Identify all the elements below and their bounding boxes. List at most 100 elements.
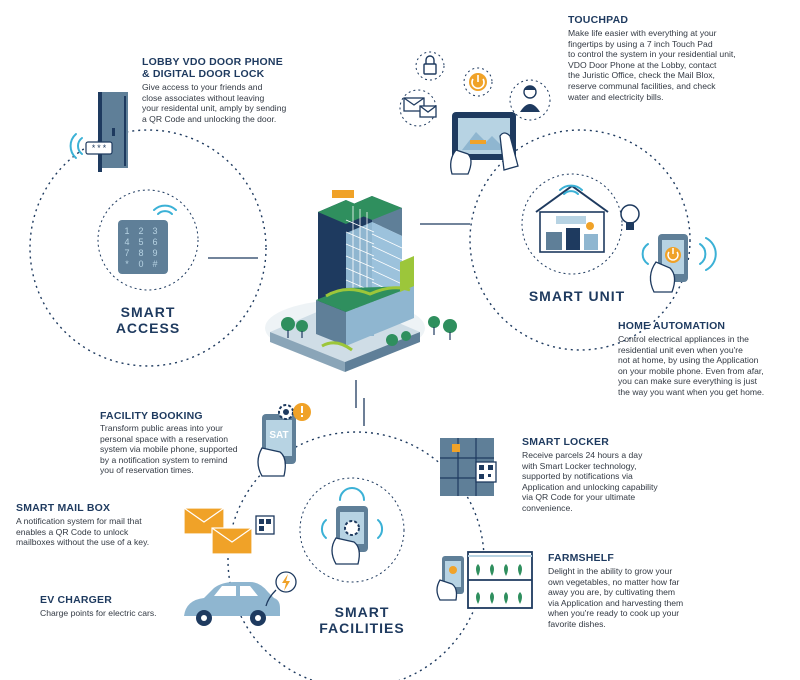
gear-icon: [278, 404, 294, 420]
alert-icon: [293, 403, 311, 421]
smart-locker-title: SMART LOCKER: [522, 436, 609, 448]
farm-line: Delight in the ability to grow your: [548, 566, 673, 576]
touchpad-description: Make life easier with everything at your…: [568, 28, 736, 102]
ev-charger-title: EV CHARGER: [40, 594, 113, 606]
touchpad-title: TOUCHPAD: [568, 14, 629, 26]
smart-access-line-1: SMART: [120, 304, 176, 320]
locker-line: Application and unlocking capability: [522, 481, 658, 492]
power-icon-ring: [463, 67, 493, 97]
smart-access-circle: [29, 129, 267, 367]
window-row: [371, 233, 403, 249]
farmshelf-title: FARMSHELF: [548, 552, 614, 564]
farm-line: away you are, by cultivating them: [548, 587, 676, 598]
home-line: the way you want when you get home.: [618, 386, 765, 397]
mailbox-line: A notification system for mail that: [16, 516, 142, 526]
mailbox-line: mailboxes without the use of a key.: [16, 537, 150, 548]
door-wifi-icon: [69, 133, 83, 159]
booking-line: you of reservation times.: [100, 465, 194, 476]
ev-line: Charge points for electric cars.: [40, 608, 157, 618]
lobby-title: LOBBY VDO DOOR PHONE & DIGITAL DOOR LOCK: [142, 56, 283, 80]
touchpad-line: reserve communal facilities, and check: [568, 80, 716, 91]
unit-inner-circle: [521, 173, 623, 275]
lobby-description: Give access to your friends and close as…: [142, 82, 286, 124]
home-automation-title: HOME AUTOMATION: [618, 320, 726, 332]
facilities-phone-icon: [331, 506, 368, 565]
home-line: on your mobile phone. Even from afar,: [618, 365, 764, 376]
lobby-line: your residental unit, amply by sending: [142, 103, 287, 114]
touchpad-line: fingertips by using a 7 inch Touch Pad: [568, 38, 713, 49]
keypad-key: 8: [138, 248, 143, 258]
smart-facilities-label: SMART FACILITIES: [306, 604, 418, 636]
farm-line: own vegetables, no matter how far: [548, 576, 680, 587]
home-automation-description: Control electrical appliances in the res…: [618, 334, 764, 398]
smart-access-line-2: ACCESS: [115, 320, 181, 336]
user-icon-ring: [509, 79, 551, 121]
smart-facilities-line-1: SMART: [334, 604, 390, 620]
access-inner-circle: [97, 189, 199, 291]
car-icon: [184, 582, 280, 626]
door-icon: ***: [85, 92, 128, 172]
touchpad-line: to control the system in your residentia…: [568, 49, 736, 60]
booking-line: personal space with a reservation: [100, 433, 229, 444]
tablet-icon: [450, 112, 519, 175]
charging-bolt-icon: [265, 571, 297, 607]
farmshelf-description: Delight in the ability to grow your own …: [548, 566, 683, 630]
facility-booking-description: Transform public areas into your persona…: [100, 423, 238, 476]
keypad-key: *: [125, 259, 129, 269]
house-icon: [535, 184, 609, 253]
keypad-key: 6: [152, 237, 157, 247]
lobby-title-line-2: & DIGITAL DOOR LOCK: [142, 68, 265, 80]
mailbox-line: enables a QR Code to unlock: [16, 526, 129, 537]
keypad-wifi-icon: [153, 204, 177, 215]
lobby-line: a QR Code and unlocking the door.: [142, 113, 277, 124]
building-illustration: [265, 190, 457, 372]
facilities-wifi-icon: [320, 487, 384, 539]
window-row: [371, 269, 403, 285]
touchpad-line: VDO Door Phone at the Lobby, contact: [568, 59, 717, 70]
locker-line: Receive parcels 24 hours a day: [522, 450, 643, 460]
booking-day-text: SAT: [269, 430, 288, 441]
envelope-icon: [183, 507, 253, 555]
lobby-line: Give access to your friends and: [142, 82, 263, 92]
phone-wifi-icon: [641, 237, 717, 271]
touchpad-line: the Juristic Office, check the Mail Blox…: [568, 70, 715, 81]
keypad-key: 3: [152, 226, 157, 236]
lock-icon-ring: [415, 51, 445, 81]
lobby-line: close associates without leaving: [142, 92, 265, 103]
keypad-key: 7: [124, 248, 129, 258]
facilities-inner-circle: [299, 477, 405, 583]
home-line: Control electrical appliances in the: [618, 334, 749, 344]
farm-line: favorite dishes.: [548, 618, 606, 629]
keypad-key: 9: [152, 248, 157, 258]
keypad-key: 1: [124, 226, 129, 236]
smart-unit-label: SMART UNIT: [528, 288, 626, 304]
smart-mailbox-title: SMART MAIL BOX: [16, 502, 111, 514]
home-line: you can make sure everything is just: [618, 376, 757, 387]
locker-line: with Smart Locker technology,: [522, 460, 637, 471]
smart-access-label: SMART ACCESS: [96, 304, 200, 336]
keypad-key: #: [152, 259, 157, 269]
keypad-key: 5: [138, 237, 143, 247]
lightbulb-icon: [620, 204, 640, 230]
ev-charger-description: Charge points for electric cars.: [40, 608, 157, 619]
window-row: [371, 245, 403, 261]
locker-line: supported by notifications via: [522, 471, 633, 482]
smart-mailbox-description: A notification system for mail that enab…: [16, 516, 149, 548]
touchpad-line: Make life easier with everything at your: [568, 28, 717, 38]
smart-facilities-line-2: FACILITIES: [319, 620, 405, 636]
mailbox-qr-icon: [255, 515, 275, 535]
booking-line: system via mobile phone, supported: [100, 444, 238, 455]
smart-locker-description: Receive parcels 24 hours a day with Smar…: [522, 450, 658, 514]
locker-line: via QR Code for your ultimate: [522, 492, 636, 503]
booking-line: by a notification system to remind: [100, 454, 228, 465]
lock-icon: [423, 55, 437, 75]
farmshelf-icon: [467, 551, 533, 609]
farm-line: when you're ready to cook up your: [548, 608, 680, 619]
window-row: [371, 257, 403, 273]
farm-line: via Application and harvesting them: [548, 597, 684, 608]
lobby-title-line-1: LOBBY VDO DOOR PHONE: [142, 56, 283, 68]
keypad-key: 2: [138, 226, 143, 236]
home-line: residential unit even when you're: [618, 344, 743, 355]
